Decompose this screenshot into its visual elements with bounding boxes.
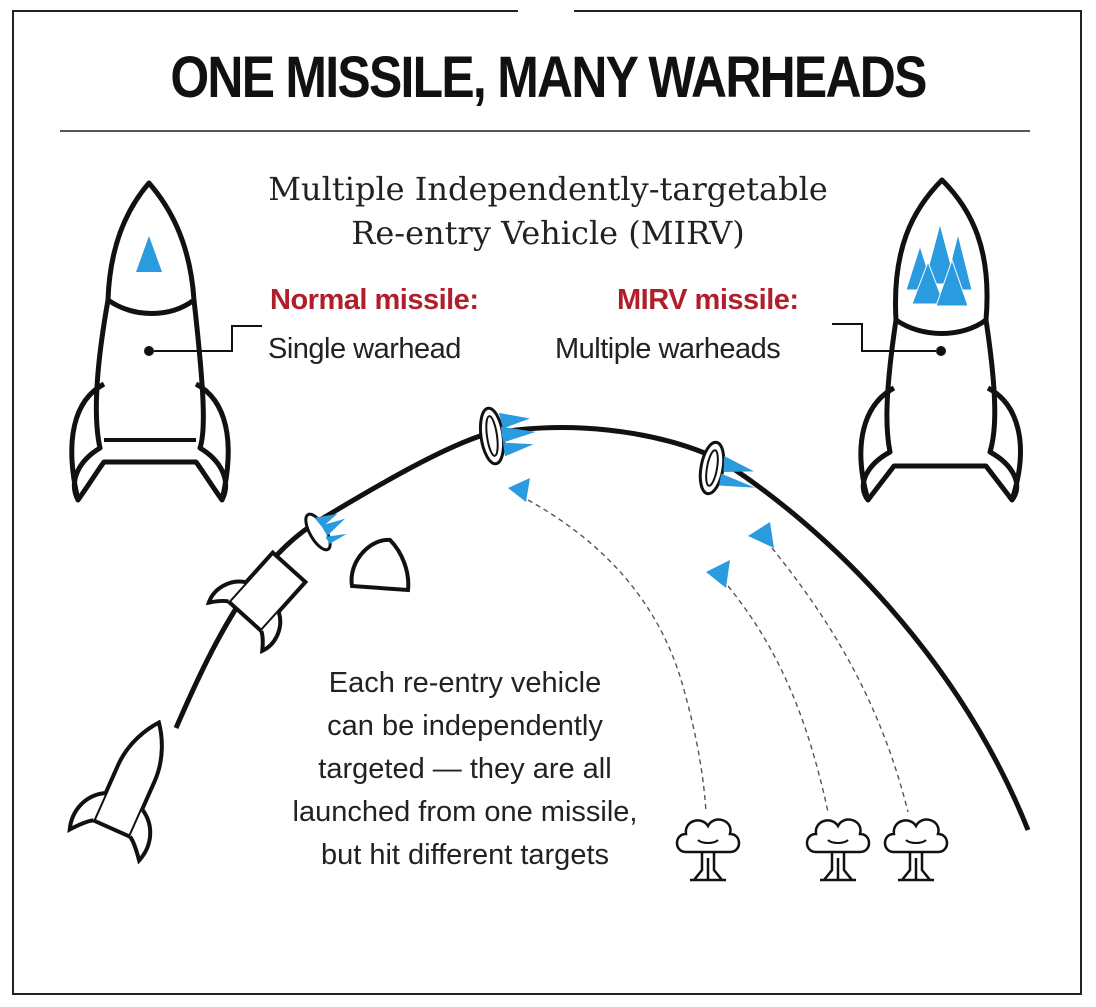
mirv-missile-icon [858,177,1023,503]
subtitle-line-1: Multiple Independently-targetable [268,170,828,208]
single-warhead-icon [136,236,162,272]
nose-cone-icon [349,537,411,593]
caption-line-1: Each re-entry vehicle [328,667,602,699]
caption-line-5: but hit different targets [320,839,610,871]
explosion-icon-3 [883,818,949,882]
subtitle-line-2: Re-entry Vehicle (MIRV) [351,214,745,252]
explosion-icon-2 [805,818,871,882]
warhead-bus-icon-1 [304,512,347,552]
released-warhead-1 [508,478,530,502]
released-warhead-3 [706,560,730,588]
frame-gap [518,4,574,18]
title-divider [60,130,1030,132]
warhead-path-2 [727,585,829,813]
trajectory-arc [173,425,1031,831]
normal-missile-icon [69,180,231,503]
booster-stage-icon [205,549,309,655]
warhead-bus-icon-2 [478,406,536,466]
normal-missile-label: Normal missile: [270,284,479,316]
warhead-path-1 [527,499,707,813]
normal-leader-line [154,325,262,352]
released-warhead-2 [748,522,774,548]
title: ONE MISSILE, MANY WARHEADS [170,45,927,110]
caption-line-3: targeted — they are all [318,753,612,785]
normal-missile-description: Single warhead [268,333,461,365]
caption-line-4: launched from one missile, [292,796,638,828]
multiple-warheads-icon [905,222,973,307]
mirv-leader-line [832,323,936,352]
launch-rocket-icon [67,719,164,865]
caption-line-2: can be independently [327,710,603,742]
warhead-path-3 [771,547,909,813]
mirv-missile-label: MIRV missile: [617,284,799,316]
explosion-icon-1 [675,818,741,882]
mirv-missile-description: Multiple warheads [555,333,781,365]
caption: Each re-entry vehicle can be independent… [250,662,680,877]
warhead-bus-icon-3 [698,440,756,496]
